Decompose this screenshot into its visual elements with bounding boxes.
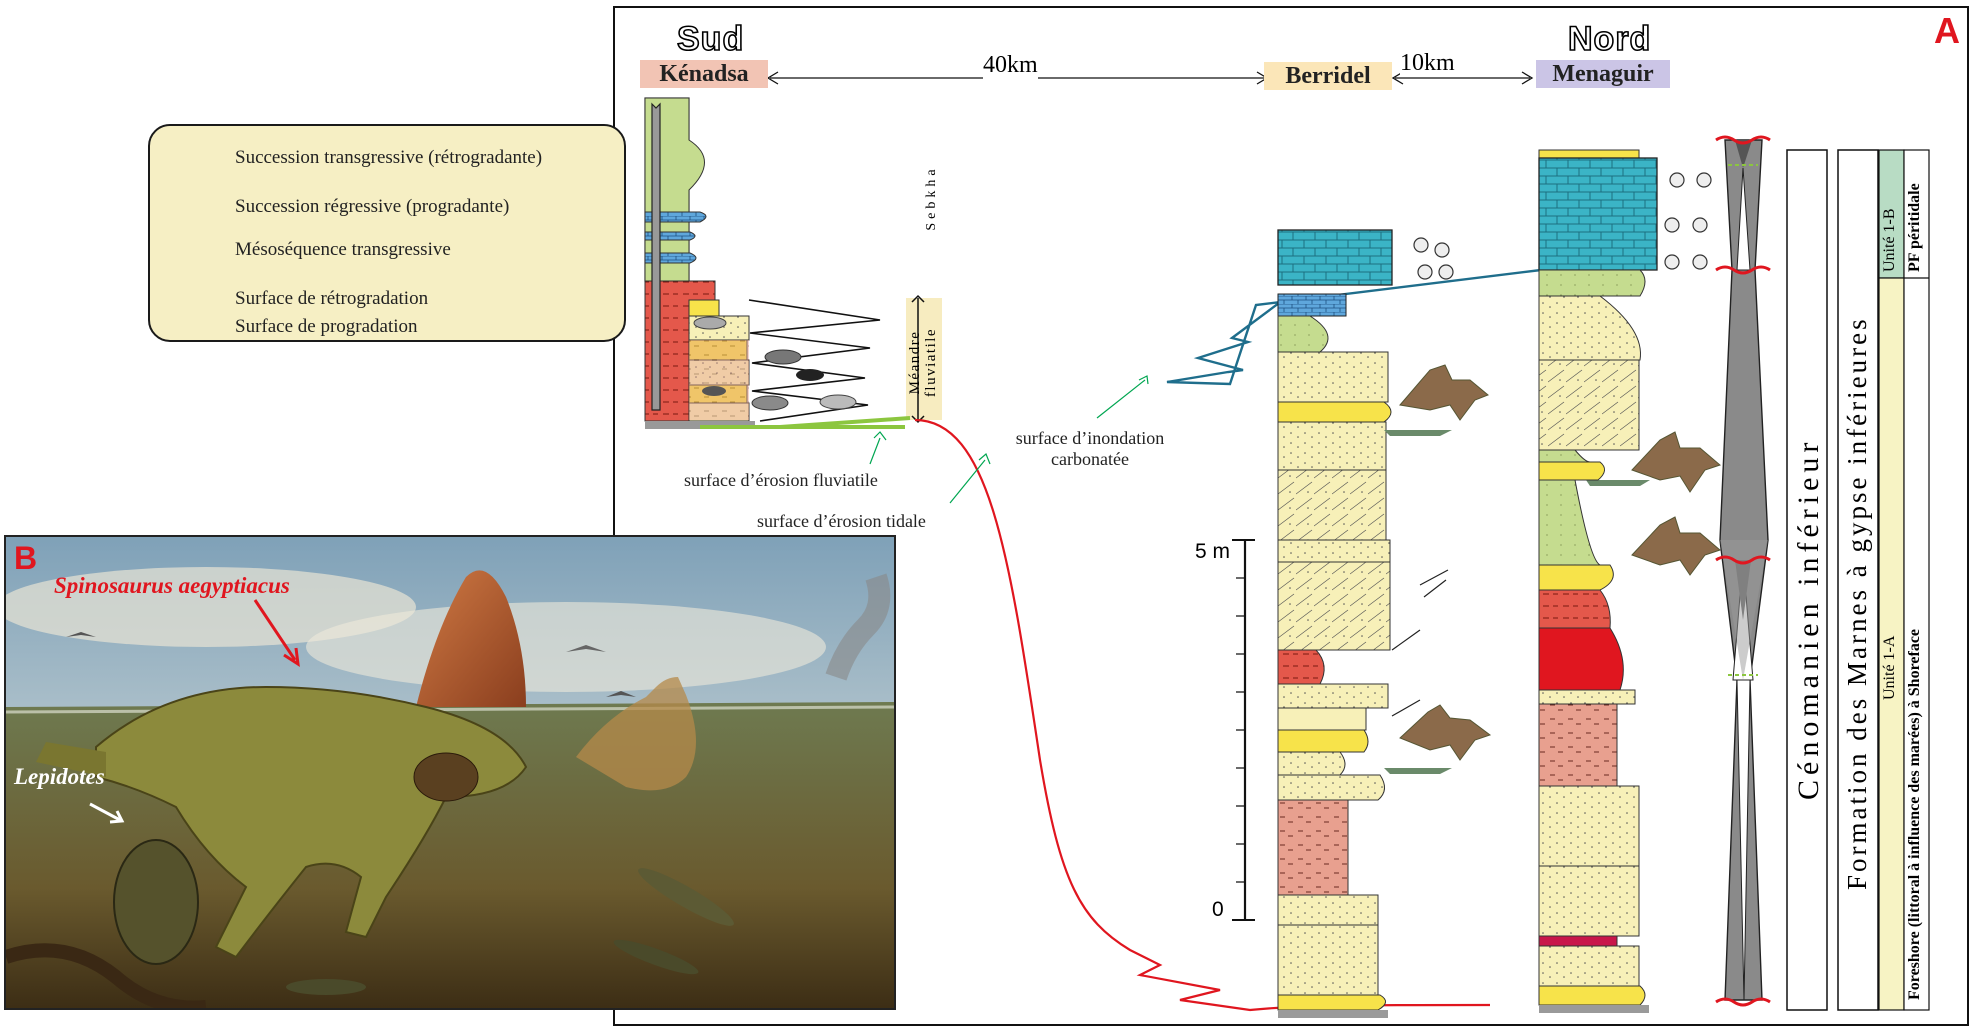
berridel-column — [1277, 229, 1393, 1018]
site-menaguir: Menaguir — [1536, 60, 1670, 88]
menaguir-column — [1538, 149, 1658, 1013]
crocodile-icons — [1384, 430, 1650, 774]
erosion-tidale-label: surface d’érosion tidale — [757, 511, 926, 531]
unit-1b-box — [1878, 149, 1905, 279]
panel-a-label: A — [1934, 10, 1960, 51]
legend-item-regressive: Succession régressive (progradante) — [235, 196, 510, 217]
panel-b-label: B — [14, 540, 38, 576]
site-kenadsa: Kénadsa — [640, 60, 768, 88]
legend-item-transgressive: Succession transgressive (rétrogradante) — [235, 147, 543, 168]
legend-item-mesosequence: Mésoséquence transgressive — [235, 239, 451, 260]
environment-box — [1903, 149, 1930, 1011]
site-berridel: Berridel — [1264, 62, 1392, 90]
legend-item-progradation: Surface de progradation — [235, 316, 418, 337]
shell-icons — [1413, 172, 1712, 280]
lepidotes-caption: Lepidotes — [14, 764, 105, 789]
stage-box — [1786, 149, 1828, 1011]
dinosaur-fossil-icons — [1399, 364, 1721, 761]
scale-bar — [1232, 539, 1255, 921]
panel-b — [4, 535, 896, 1010]
region-south: Sud — [676, 19, 745, 59]
spinosaurus-caption: Spinosaurus aegyptiacus — [54, 573, 290, 598]
formation-box — [1837, 149, 1879, 1011]
meandre-box — [906, 298, 942, 420]
scale-top-label: 5 m — [1195, 540, 1231, 563]
legend: Succession transgressive (rétrogradante)… — [148, 124, 626, 342]
erosion-fluviatile-label: surface d’érosion fluviatile — [684, 470, 878, 490]
distance-40km: 40km — [983, 52, 1038, 79]
scale-bottom-label: 0 — [1212, 898, 1224, 921]
region-north: Nord — [1567, 19, 1652, 59]
legend-item-retrogradation: Surface de rétrogradation — [235, 288, 429, 309]
fossil-fish-icons — [693, 316, 857, 411]
sequence-bar — [1715, 135, 1771, 1007]
kenadsa-column — [644, 97, 755, 429]
flood-surface-line — [1166, 268, 1542, 386]
inondation-label: surface d’inondation carbonatée — [1015, 428, 1165, 469]
distance-10km: 10km — [1400, 50, 1455, 77]
panel-b-illustration — [6, 537, 894, 1008]
